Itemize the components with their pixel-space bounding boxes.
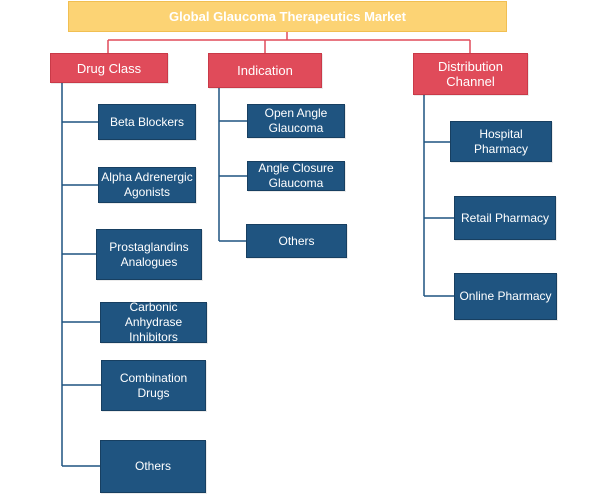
category-indication: Indication [208,53,322,88]
item-label: Others [134,459,171,473]
item-label: Hospital Pharmacy [473,126,529,156]
item-label: Retail Pharmacy [460,210,550,225]
item-label: Carbonic Anhydrase Inhibitors [124,300,183,344]
drug-class-item-beta-blockers: Beta Blockers [98,104,196,140]
drug-class-item-others: Others [100,440,206,493]
root-node-label: Global Glaucoma Therapeutics Market [169,9,406,24]
distribution-item-hospital-pharmacy: Hospital Pharmacy [450,121,552,162]
indication-item-others: Others [246,224,347,258]
category-drug-class: Drug Class [50,53,168,83]
category-label: Drug Class [76,60,142,76]
item-label: Online Pharmacy [459,289,552,303]
indication-item-angle-closure-glaucoma: Angle Closure Glaucoma [247,161,345,191]
indication-item-open-angle-glaucoma: Open Angle Glaucoma [247,104,345,138]
category-distribution-channel: Distribution Channel [413,53,528,95]
distribution-item-online-pharmacy: Online Pharmacy [454,273,557,320]
item-label: Alpha Adrenergic Agonists [101,170,193,199]
item-label: Beta Blockers [109,114,185,129]
item-label: Angle Closure Glaucoma [258,161,334,190]
drug-class-item-combination-drugs: Combination Drugs [101,360,206,411]
item-label: Others [278,233,315,248]
item-label: Prostaglandins Analogues [109,239,189,269]
category-label: Distribution Channel [437,59,504,89]
category-label: Indication [237,63,293,78]
drug-class-item-alpha-adrenergic-agonists: Alpha Adrenergic Agonists [98,167,196,203]
item-label: Combination Drugs [119,370,188,400]
drug-class-item-prostaglandins-analogues: Prostaglandins Analogues [96,229,202,280]
distribution-item-retail-pharmacy: Retail Pharmacy [454,196,556,240]
drug-class-item-carbonic-anhydrase-inhibitors: Carbonic Anhydrase Inhibitors [100,300,207,344]
root-node: Global Glaucoma Therapeutics Market [68,1,507,32]
item-label: Open Angle Glaucoma [264,106,328,135]
